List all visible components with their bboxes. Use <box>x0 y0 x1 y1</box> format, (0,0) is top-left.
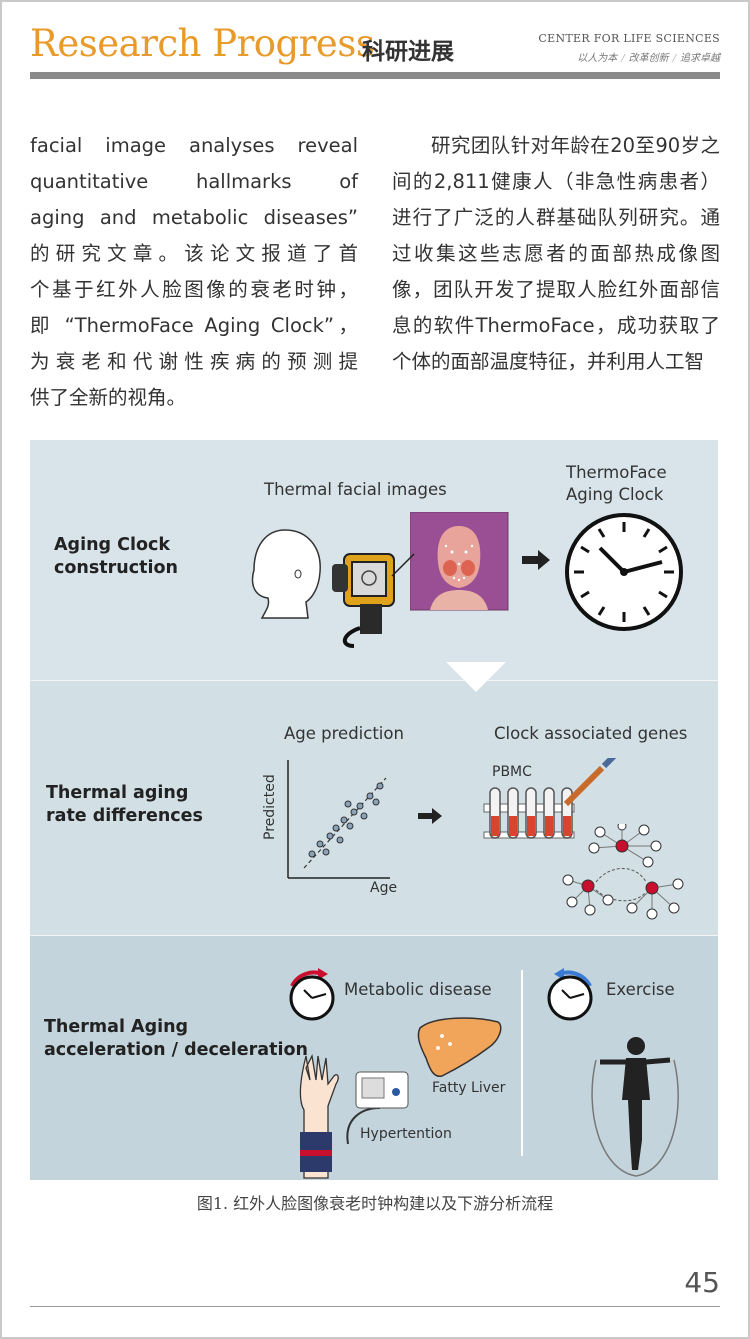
text-line: 个基于红外人脸图像的衰老时钟， <box>30 278 358 301</box>
text-line: quantitative hallmarks of <box>30 170 358 193</box>
metabolic-disease-title: Metabolic disease <box>344 980 492 999</box>
center-branding: CENTER FOR LIFE SCIENCES 以人为本/改革创新/追求卓越 <box>538 32 720 64</box>
row-label-construction: Aging Clock construction <box>54 535 178 578</box>
age-prediction-title: Age prediction <box>284 724 404 743</box>
figure-row-acceleration <box>30 935 718 1180</box>
footer-rule <box>30 1306 720 1307</box>
page-number: 45 <box>684 1266 720 1299</box>
motto-2: 改革创新 <box>628 53 669 64</box>
row-label-rate-differences: Thermal aging rate differences <box>46 783 203 826</box>
text-line: facial image analyses reveal <box>30 134 358 157</box>
gene-network-icon <box>562 824 684 920</box>
hypertension-label: Hypertention <box>360 1126 452 1142</box>
text-line: aging and metabolic diseases” <box>30 206 358 229</box>
motto-3: 追求卓越 <box>680 53 720 64</box>
exercise-figure-icon <box>591 1037 679 1177</box>
page-header: Research Progress 科研进展 CENTER FOR LIFE S… <box>30 20 720 78</box>
accelerated-clock-icon <box>289 968 335 1021</box>
paragraph: 研究团队针对年龄在20至90岁之间的2,811健康人（非急性病患者）进行了广泛的… <box>392 134 720 373</box>
connector-line <box>391 553 415 577</box>
exercise-title: Exercise <box>606 980 675 999</box>
fatty-liver-label: Fatty Liver <box>432 1080 506 1096</box>
text-line: 为衰老和代谢性疾病的预测提 <box>30 350 358 373</box>
right-text-column: 研究团队针对年龄在20至90岁之间的2,811健康人（非急性病患者）进行了广泛的… <box>392 128 720 380</box>
pbmc-label: PBMC <box>492 764 532 780</box>
bp-monitor-icon <box>346 1071 409 1144</box>
header-rule <box>30 72 720 79</box>
arrow-right-icon <box>418 808 442 824</box>
center-mottos: 以人为本/改革创新/追求卓越 <box>577 53 720 64</box>
text-line: 的研究文章。该论文报道了首 <box>30 242 358 265</box>
text-line: 供了全新的视角。 <box>30 386 187 409</box>
clock-icon <box>565 513 683 631</box>
thermal-face-image <box>410 512 509 611</box>
motto-1: 以人为本 <box>577 53 618 64</box>
section-title-en: Research Progress <box>30 22 375 65</box>
section-title-cn: 科研进展 <box>362 38 454 65</box>
panel-divider <box>521 970 523 1156</box>
x-axis-label: Age <box>370 880 398 896</box>
arrow-right-icon <box>522 550 550 570</box>
figure-caption: 图1. 红外人脸图像衰老时钟构建以及下游分析流程 <box>196 1194 554 1213</box>
aging-clock-title: ThermoFace Aging Clock <box>566 463 667 504</box>
left-text-column: facial image analyses reveal quantitativ… <box>30 128 358 416</box>
row-label-acceleration: Thermal Aging acceleration / deceleratio… <box>44 1017 308 1060</box>
text-line: 即 “ThermoFace Aging Clock”， <box>30 314 358 337</box>
center-name: CENTER FOR LIFE SCIENCES <box>538 32 720 45</box>
down-arrow-icon <box>446 662 506 692</box>
figure-row-rate-differences <box>30 680 718 935</box>
thermal-images-title: Thermal facial images <box>264 480 447 499</box>
figure-1: Aging Clock construction Thermal facial … <box>30 440 718 1180</box>
pbmc-tubes-icon <box>483 758 617 839</box>
y-axis-label: Predicted <box>262 774 278 840</box>
liver-icon <box>417 1017 502 1078</box>
decelerated-clock-icon <box>547 968 593 1021</box>
head-icon <box>251 529 321 619</box>
clock-genes-title: Clock associated genes <box>494 724 688 743</box>
thermal-camera-icon <box>332 553 395 648</box>
scatter-plot <box>287 760 390 879</box>
arm-cuff-icon <box>299 1053 339 1179</box>
